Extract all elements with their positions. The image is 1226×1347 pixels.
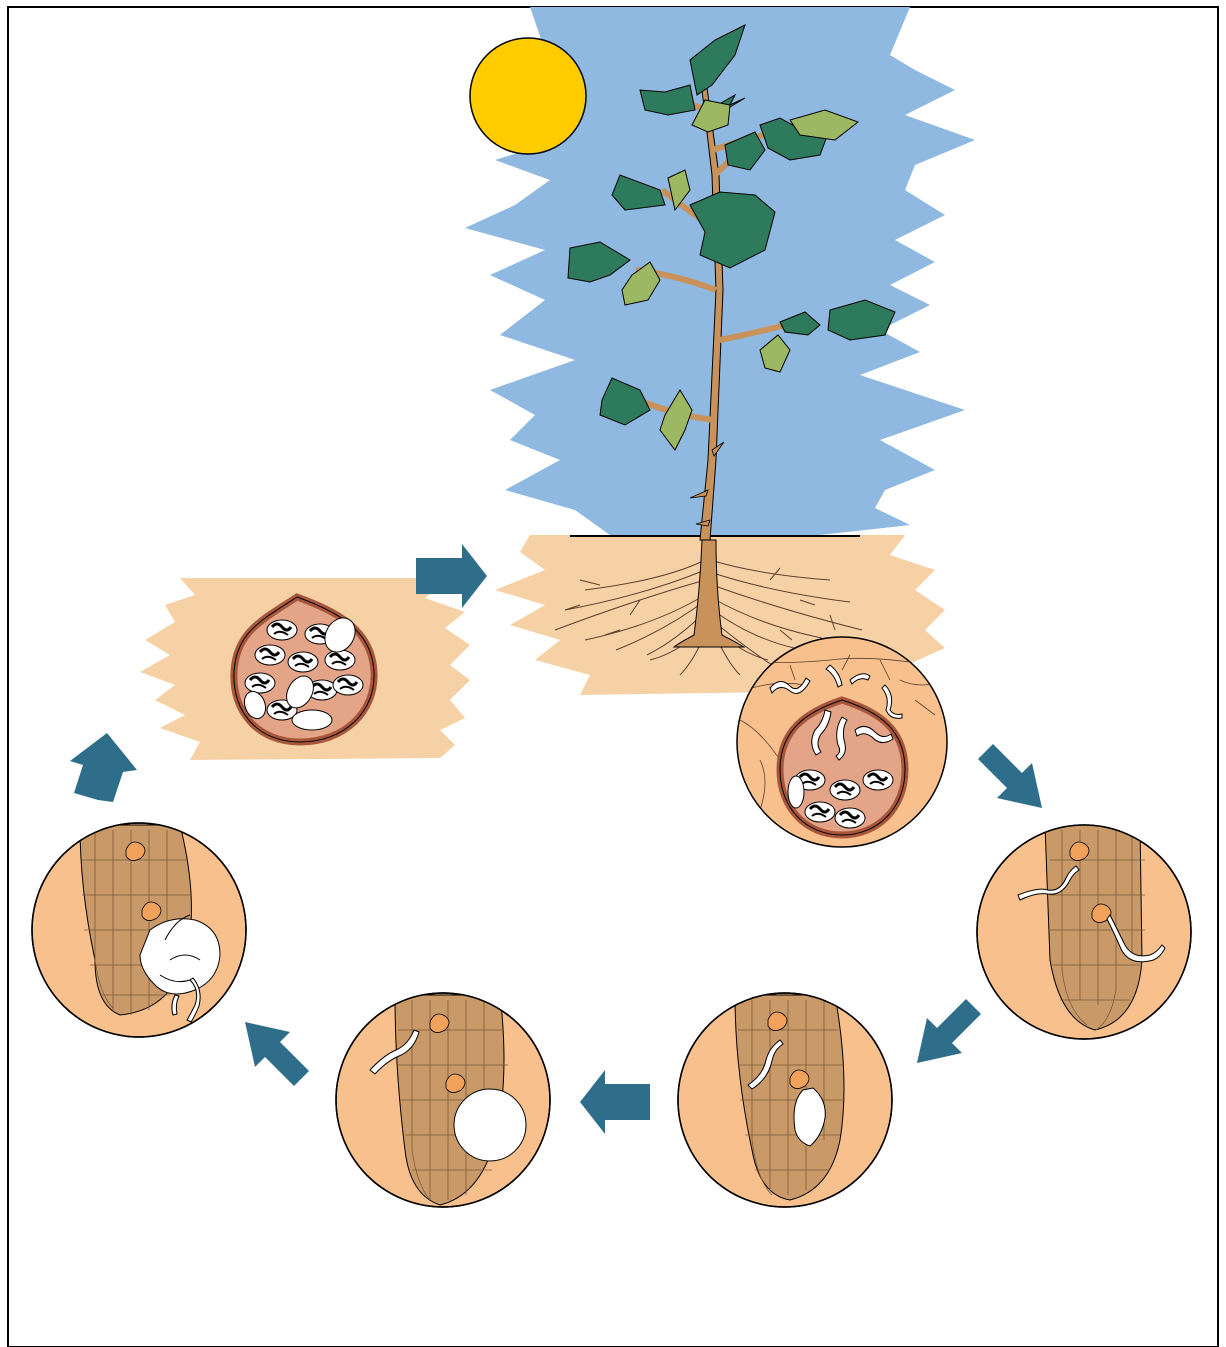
egg-icon (245, 673, 275, 693)
arrow-left-icon (580, 1070, 650, 1134)
arrow-down-right-icon (978, 744, 1042, 808)
stage-juveniles-feeding (678, 993, 892, 1207)
sun-icon (470, 38, 586, 154)
egg-icon (325, 650, 355, 670)
stage-female-swelling (336, 993, 550, 1207)
egg-icon (288, 652, 318, 672)
stage-female-and-male (32, 823, 246, 1037)
stage-cyst-hatching (737, 637, 950, 847)
arrow-down-left-icon (917, 999, 981, 1063)
egg-icon (333, 675, 363, 695)
arrow-right-icon (416, 544, 487, 608)
egg-icon (255, 645, 285, 665)
swollen-female (454, 1089, 526, 1161)
arrow-up-left-icon (245, 1022, 309, 1086)
egg-icon (267, 620, 297, 640)
stage-juveniles-penetrate-root (977, 825, 1191, 1039)
arrow-up-icon (70, 733, 137, 802)
